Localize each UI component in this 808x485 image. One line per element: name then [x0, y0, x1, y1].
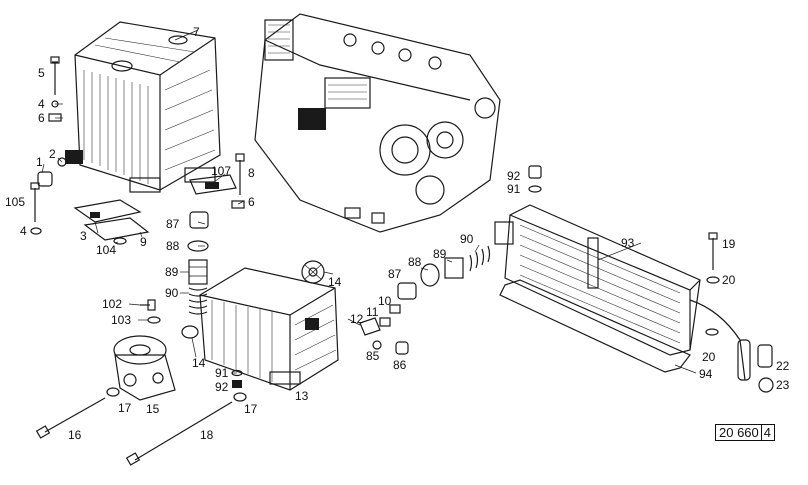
filter-stack-left — [187, 211, 209, 315]
washer-103 — [147, 316, 161, 324]
callout-8: 8 — [248, 166, 255, 180]
gaskets-10-11-12 — [359, 304, 401, 336]
callout-10: 10 — [378, 294, 392, 308]
callout-14a: 14 — [328, 275, 342, 289]
callout-2: 2 — [49, 147, 56, 161]
callout-91b: 91 — [507, 182, 521, 196]
oil-cooler-lower — [199, 267, 339, 391]
oil-cooler-upper — [65, 21, 221, 193]
bracket-107 — [189, 174, 237, 195]
plug-92a — [232, 380, 242, 388]
callout-92a: 92 — [215, 380, 229, 394]
callout-6b: 6 — [248, 195, 255, 209]
callout-94: 94 — [699, 367, 713, 381]
bolt-102 — [140, 299, 156, 311]
callout-92b: 92 — [507, 169, 521, 183]
callout-90b: 90 — [460, 232, 474, 246]
cap-23 — [758, 377, 774, 393]
bracket-3 — [73, 199, 150, 245]
callout-3: 3 — [80, 229, 87, 243]
callout-11: 11 — [366, 305, 379, 319]
callout-16: 16 — [68, 428, 82, 442]
radiator-93 — [494, 204, 701, 356]
callout-17a: 17 — [118, 401, 132, 415]
callout-90a: 90 — [165, 286, 179, 300]
callout-87a: 87 — [166, 217, 180, 231]
callout-17b: 17 — [244, 402, 258, 416]
callout-86: 86 — [393, 358, 407, 372]
callout-7: 7 — [193, 25, 200, 39]
callout-91a: 91 — [215, 366, 229, 380]
seal-94 — [499, 279, 691, 373]
bolt-105 — [30, 182, 40, 222]
callout-18: 18 — [200, 428, 214, 442]
drawing-number-box: 20 660 4 — [715, 424, 775, 441]
elbow-pipe — [689, 299, 751, 381]
callout-22: 22 — [776, 359, 790, 373]
bolt-5 — [50, 56, 60, 95]
plug-86 — [395, 341, 409, 355]
washer-85 — [372, 340, 382, 350]
long-bolt-18 — [125, 401, 233, 466]
thermostat-housing-15 — [113, 335, 176, 401]
callout-88b: 88 — [408, 255, 422, 269]
callout-93: 93 — [621, 236, 635, 250]
engine-assembly — [254, 13, 501, 233]
filter-stack-middle — [397, 245, 491, 300]
callout-107: 107 — [211, 164, 231, 178]
callout-20a: 20 — [722, 273, 736, 287]
handwheel-14 — [301, 260, 325, 284]
callout-15: 15 — [146, 402, 160, 416]
oring-14b — [181, 325, 199, 339]
callout-102: 102 — [102, 297, 122, 311]
washer-17a — [106, 387, 120, 397]
callout-89b: 89 — [433, 247, 447, 261]
callout-85: 85 — [366, 349, 380, 363]
spacer-6b — [231, 200, 245, 209]
plug-92b — [528, 165, 542, 193]
bolt-8 — [235, 153, 245, 195]
callout-23: 23 — [776, 378, 790, 392]
callout-1: 1 — [36, 155, 43, 169]
callout-87b: 87 — [388, 267, 402, 281]
callout-88a: 88 — [166, 239, 180, 253]
washer-20b — [705, 328, 719, 336]
drawing-revision: 4 — [760, 425, 771, 440]
callout-4b: 4 — [20, 224, 27, 238]
callout-104: 104 — [96, 243, 116, 257]
callout-19: 19 — [722, 237, 736, 251]
washer-4b — [30, 227, 42, 235]
plug-1 — [37, 157, 67, 187]
callout-89a: 89 — [165, 265, 179, 279]
leader-lines — [41, 29, 697, 388]
long-bolt-16 — [35, 397, 106, 439]
cap-22 — [757, 344, 773, 368]
callout-9: 9 — [140, 235, 147, 249]
callout-12: 12 — [350, 312, 364, 326]
callout-5: 5 — [38, 66, 45, 80]
callout-105: 105 — [5, 195, 25, 209]
washer-20a — [706, 276, 720, 284]
drawing-number: 20 660 — [719, 425, 759, 440]
callout-6a: 6 — [38, 111, 45, 125]
callout-13: 13 — [295, 389, 309, 403]
spacer-6a — [48, 113, 62, 122]
callout-4a: 4 — [38, 97, 45, 111]
bolt-19 — [708, 232, 718, 270]
washer-17b — [233, 392, 247, 402]
callout-103: 103 — [111, 313, 131, 327]
callout-20b: 20 — [702, 350, 716, 364]
callout-14b: 14 — [192, 356, 206, 370]
